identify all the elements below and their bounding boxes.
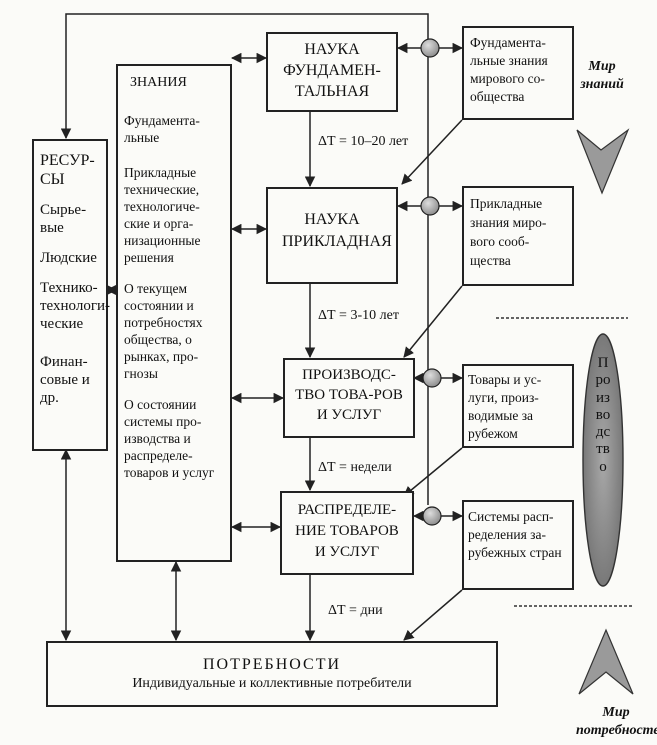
delay-label-3: ΔТ = недели <box>318 460 392 475</box>
world-applied-box: Прикладные знания миро-вого сооб-щества <box>462 186 574 286</box>
needs-title: ПОТРЕБНОСТИ <box>202 656 342 673</box>
world-goods-label: Товары и ус-луги, произ-водимые за рубеж… <box>468 372 542 441</box>
node-production <box>422 368 442 388</box>
diag-world-applied-to-production <box>403 285 463 358</box>
world-needs-text: Мир потребностей <box>576 705 657 738</box>
world-distribution-label: Системы расп-ределения за-рубежных стран <box>468 509 562 560</box>
chevron-down-icon <box>576 128 630 195</box>
node-fundamental <box>420 38 440 58</box>
world-distribution-box: Системы расп-ределения за-рубежных стран <box>462 500 574 590</box>
world-needs-label: Мир потребностей <box>576 704 657 740</box>
applied-science-box: НАУКА ПРИКЛАДНАЯ <box>266 187 398 284</box>
fundamental-science-label: НАУКА ФУНДАМЕН-ТАЛЬНАЯ <box>283 41 381 100</box>
distribution-label: РАСПРЕДЕЛЕ-НИЕ ТОВАРОВ И УСЛУГ <box>295 502 399 560</box>
diag-world-fund-to-applied <box>401 119 463 185</box>
production-box: ПРОИЗВОДС-ТВО ТОВА-РОВ И УСЛУГ <box>283 358 415 438</box>
knowledge-title: ЗНАНИЯ <box>130 75 187 90</box>
production-ellipse <box>582 333 624 587</box>
production-vertical-text: Производство <box>595 355 611 475</box>
knowledge-item-system: О состоянии системы про-изводства и расп… <box>124 397 215 480</box>
world-goods-box: Товары и ус-луги, произ-водимые за рубеж… <box>462 364 574 448</box>
diag-world-distribution-to-needs <box>403 589 463 641</box>
world-knowledge-label: Мир знаний <box>574 58 630 94</box>
resources-box: РЕСУР-СЫ Сырье-вые Людские Технико-техно… <box>32 139 111 451</box>
production-label: ПРОИЗВОДС-ТВО ТОВА-РОВ И УСЛУГ <box>295 367 403 423</box>
node-applied <box>420 196 440 216</box>
fundamental-science-box: НАУКА ФУНДАМЕН-ТАЛЬНАЯ <box>266 32 398 112</box>
resources-item-finance: Финан-совые и др. <box>40 354 90 406</box>
knowledge-item-current: О текущем состоянии и потребностях общес… <box>124 281 203 381</box>
knowledge-item-applied: Прикладные технические, технологиче-ские… <box>124 165 201 265</box>
loop-top-line <box>60 13 429 505</box>
knowledge-item-fundamental: Фундамента-льные <box>124 113 200 145</box>
resources-item-tech: Технико-технологи-ческие <box>40 280 111 332</box>
production-vertical-label: Производство <box>594 355 612 565</box>
delay-label-2: ΔТ = 3-10 лет <box>318 308 399 323</box>
world-fundamental-label: Фундамента-льные знания мирового со-обще… <box>470 35 548 104</box>
delay-label-4: ΔТ = дни <box>328 603 383 618</box>
resources-title: РЕСУР-СЫ <box>40 152 95 188</box>
resources-item-human: Людские <box>40 250 97 266</box>
world-fundamental-box: Фундамента-льные знания мирового со-обще… <box>462 26 574 120</box>
world-knowledge-text: Мир знаний <box>580 59 624 92</box>
applied-science-label: НАУКА ПРИКЛАДНАЯ <box>282 211 392 250</box>
needs-box: ПОТРЕБНОСТИ Индивидуальные и коллективны… <box>46 641 498 707</box>
delay-label-1: ΔТ = 10–20 лет <box>318 134 409 149</box>
distribution-box: РАСПРЕДЕЛЕ-НИЕ ТОВАРОВ И УСЛУГ <box>280 491 414 575</box>
resources-item-raw: Сырье-вые <box>40 202 87 236</box>
node-distribution <box>422 506 442 526</box>
knowledge-box: ЗНАНИЯ Фундамента-льные Прикладные техни… <box>116 64 232 562</box>
chevron-up-icon <box>578 628 634 695</box>
world-applied-label: Прикладные знания миро-вого сооб-щества <box>470 196 547 268</box>
needs-subtitle: Индивидуальные и коллективные потребител… <box>132 676 412 691</box>
diag-world-goods-to-distribution <box>403 447 463 497</box>
